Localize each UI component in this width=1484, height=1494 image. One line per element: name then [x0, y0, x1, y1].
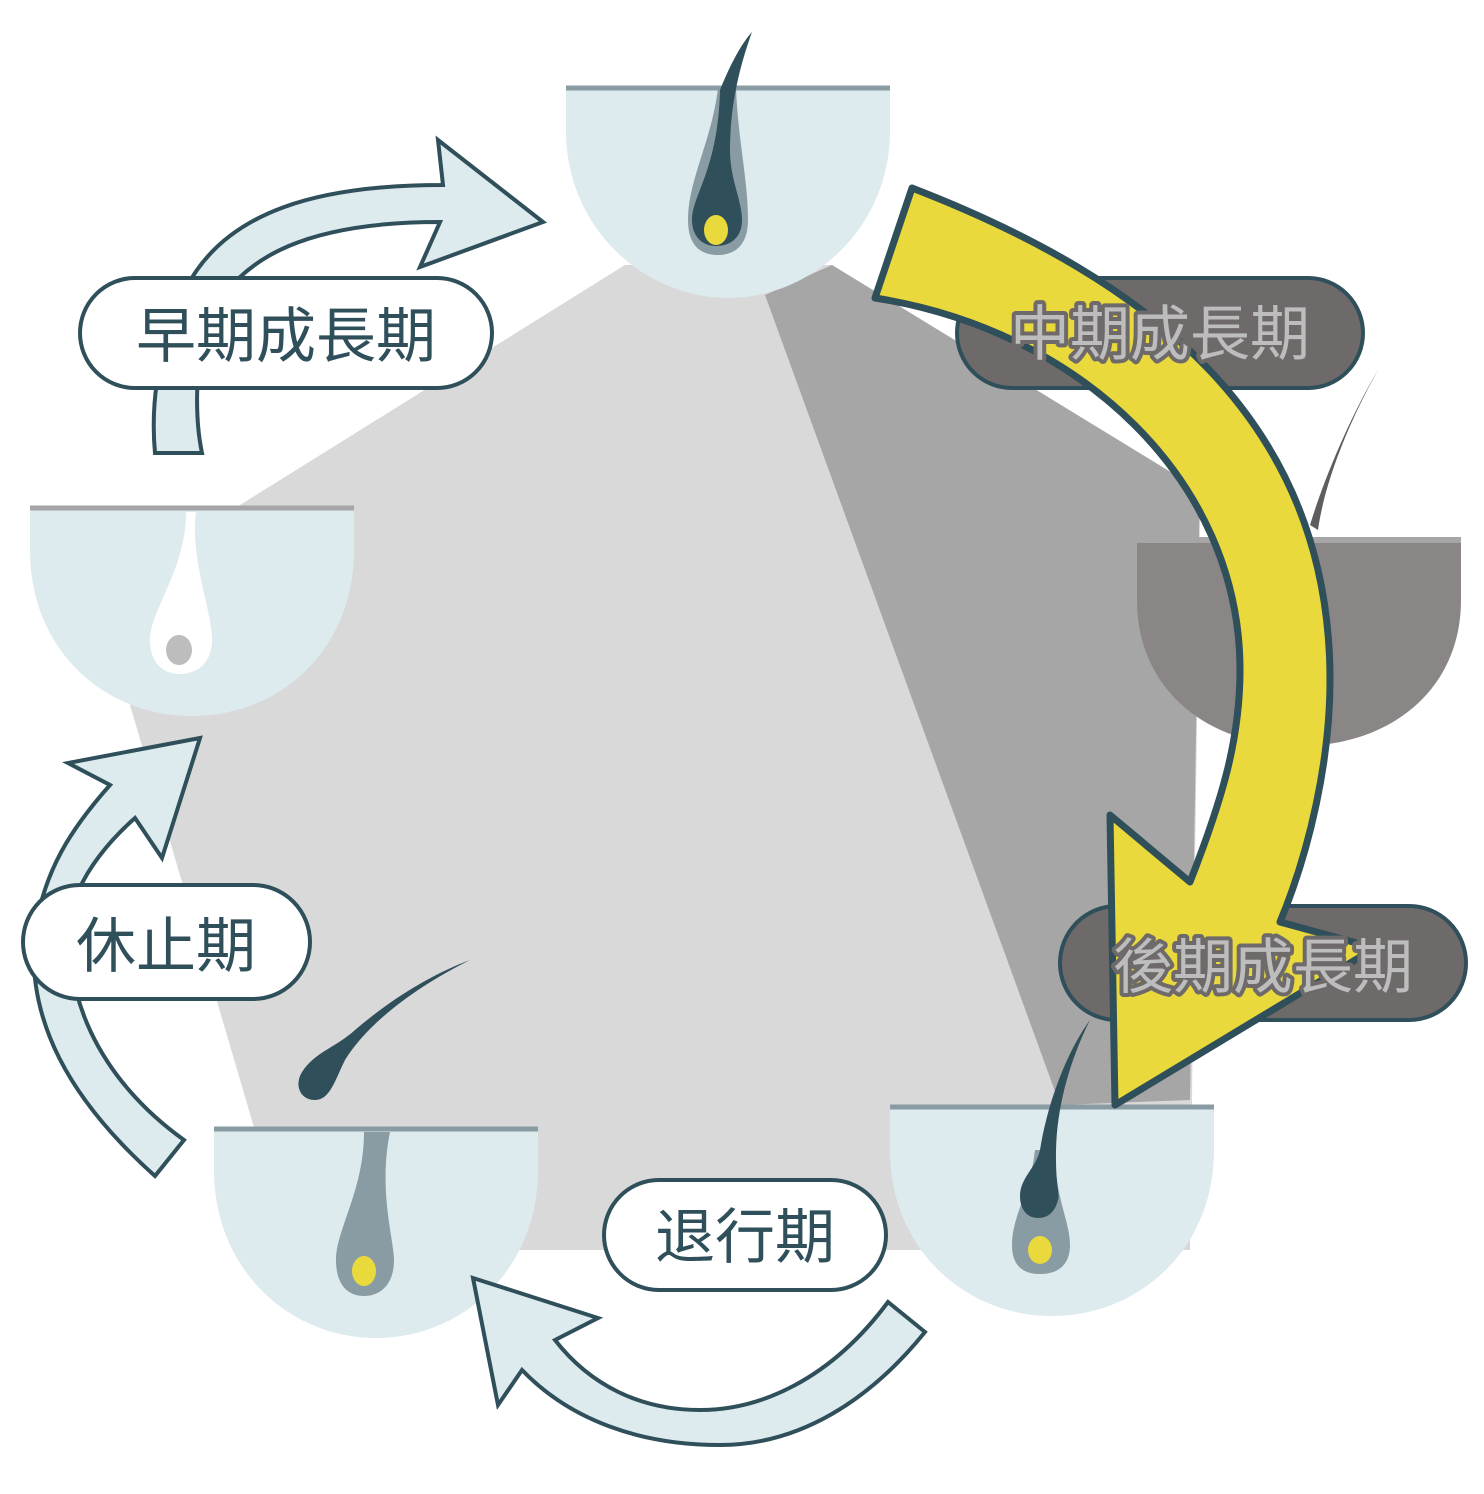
arrow-catagen-to-telogen	[31, 735, 203, 1179]
highlight-arrow-early-to-late	[871, 184, 1379, 1109]
cup-catagen	[214, 960, 538, 1338]
arrow-late-to-catagen	[470, 1275, 928, 1448]
cup-early-anagen	[566, 32, 890, 298]
label-early-anagen-text: 早期成長期	[136, 302, 436, 372]
hair-shaft-icon	[1020, 1020, 1090, 1218]
cup-telogen	[30, 505, 354, 716]
hair-shaft-icon	[692, 32, 752, 246]
shed-hair-icon	[298, 960, 470, 1100]
label-catagen-text: 退行期	[655, 1203, 835, 1273]
label-late-anagen-text: 後期成長期	[1113, 933, 1413, 1003]
label-telogen: 休止期	[21, 883, 312, 1001]
background-highlight-region	[765, 265, 1200, 1105]
cup-late-anagen	[890, 1020, 1214, 1316]
label-telogen-text: 休止期	[76, 912, 256, 982]
label-catagen: 退行期	[602, 1178, 888, 1292]
label-mid-anagen-text: 中期成長期	[1010, 300, 1310, 370]
label-early-anagen: 早期成長期	[78, 276, 494, 390]
